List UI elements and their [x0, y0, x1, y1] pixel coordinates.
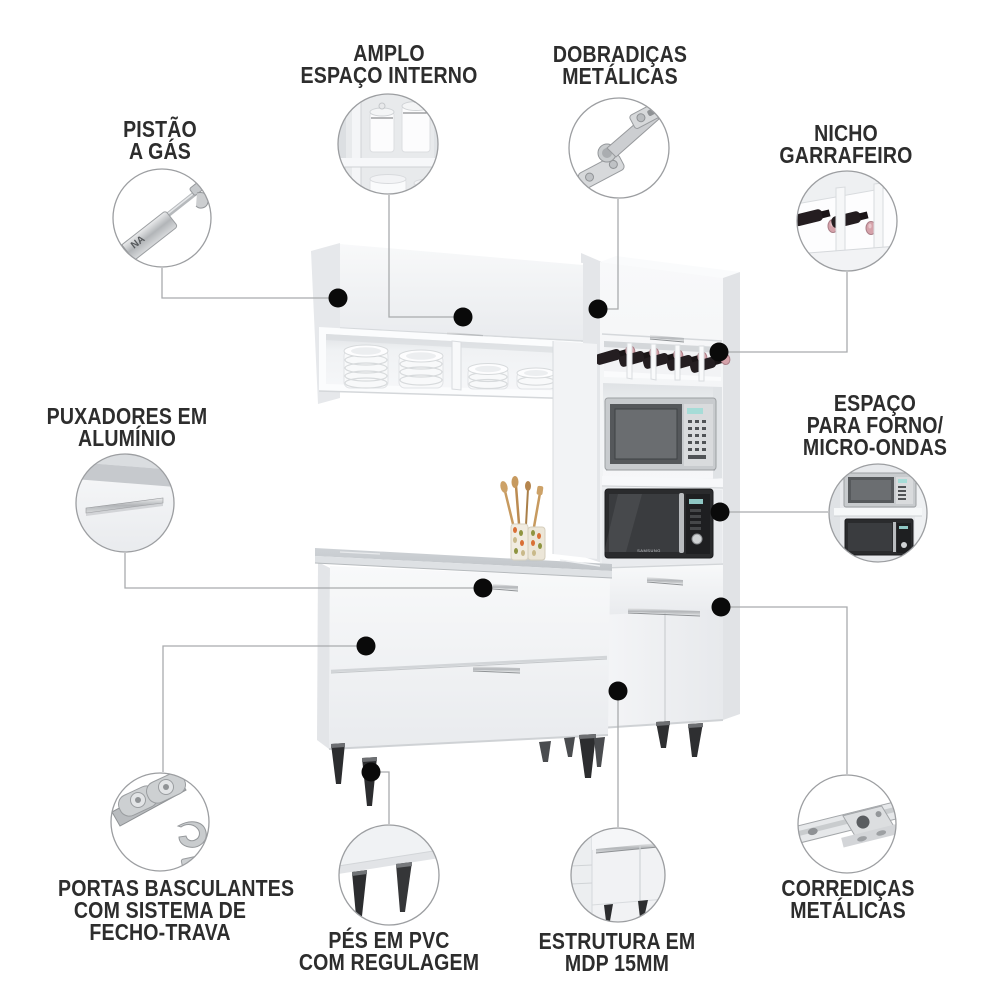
base-drawer-seam	[330, 655, 608, 673]
latch-hook	[176, 821, 207, 848]
label-line: AMPLO	[353, 40, 425, 66]
detail-circle-metal-hinge	[568, 97, 670, 199]
callout-label-puxadores-aluminio: PUXADORES EM ALUMÍNIO	[25, 403, 229, 451]
detail-circle-drawer-slide	[797, 774, 897, 874]
connector-portas	[162, 645, 366, 772]
black-microwave-handle	[679, 493, 684, 553]
callout-dot-amplo	[453, 307, 473, 327]
column-doors-handle	[628, 608, 700, 615]
connector-puxadores	[124, 553, 483, 589]
label-line: MICRO-ONDAS	[802, 434, 948, 460]
callout-dot-pistao	[328, 288, 348, 308]
label-line: DOBRADIÇAS	[552, 41, 688, 67]
utensil-pot	[527, 526, 546, 561]
plate-stacks	[343, 344, 556, 390]
wine-bottles	[594, 345, 731, 373]
label-line: PUXADORES EM	[46, 403, 208, 429]
connector-lines	[124, 195, 848, 827]
detail-circle-stacked-microwaves	[828, 463, 928, 563]
connector-corredicas	[721, 606, 848, 774]
base-top-drawer-handle	[493, 584, 518, 590]
label-line: ESTRUTURA EM	[538, 928, 696, 954]
wine-rack-niche	[594, 341, 731, 382]
callout-dot-corredicas	[711, 597, 731, 617]
label-line: METÁLICAS	[562, 63, 678, 89]
base-cabinet-side-panel	[317, 562, 330, 749]
label-line: PARA FORNO/	[806, 412, 944, 438]
callout-label-corredicas-metalicas: CORREDIÇAS METÁLICAS	[746, 875, 950, 923]
callout-label-amplo-espaco-interno: AMPLO ESPAÇO INTERNO	[287, 40, 491, 88]
label-line: FECHO-TRAVA	[89, 919, 231, 945]
label-line: NICHO	[814, 120, 878, 146]
base-lower-drawer-handle	[473, 666, 520, 672]
shelf-divider	[451, 340, 462, 391]
column-door-handle	[650, 335, 684, 341]
tall-column: SAMSUNG	[594, 256, 740, 757]
countertop	[314, 548, 613, 579]
detail-circle-cabinet-interior	[337, 93, 439, 195]
callout-label-pes-pvc: PÉS EM PVC COM REGULAGEM	[287, 927, 491, 975]
callout-dot-estrutura	[608, 681, 628, 701]
microwave-display	[687, 408, 703, 414]
base-cabinet-front	[329, 566, 610, 749]
callout-label-pistao-a-gas: PISTÃO A GÁS	[58, 116, 262, 164]
black-microwave: SAMSUNG	[604, 488, 714, 559]
label-line: MDP 15MM	[564, 950, 670, 976]
callout-dots	[328, 288, 731, 782]
callout-dot-portas	[356, 636, 376, 656]
detail-circle-mdp-structure	[570, 827, 666, 923]
microwave-brand-text: SAMSUNG	[637, 548, 661, 553]
callout-dot-dobradicas	[588, 299, 608, 319]
stainless-microwave	[604, 397, 717, 471]
callout-dot-pes	[361, 762, 381, 782]
label-line: COM SISTEMA DE	[73, 897, 247, 923]
detail-circle-wine-rack	[796, 170, 898, 272]
callout-label-portas-basculantes: PORTAS BASCULANTES COM SISTEMA DE FECHO-…	[58, 875, 295, 945]
connector-amplo	[388, 195, 463, 318]
label-line: PISTÃO	[123, 116, 197, 142]
wooden-utensils	[500, 476, 544, 529]
label-line: A GÁS	[128, 138, 192, 164]
upper-microwave-niche	[603, 383, 722, 480]
connector-pistao	[161, 268, 338, 299]
label-line: COM REGULAGEM	[298, 949, 480, 975]
label-line: GARRAFEIRO	[779, 142, 913, 168]
label-line: CORREDIÇAS	[781, 875, 915, 901]
column-doors	[599, 608, 724, 729]
wine-rack-dividers	[626, 342, 705, 382]
black-microwave-display	[689, 499, 703, 504]
label-line: ESPAÇO	[833, 390, 917, 416]
callout-label-nicho-garrafeiro: NICHO GARRAFEIRO	[744, 120, 948, 168]
connector-nicho	[719, 272, 848, 353]
mini-door-handle	[596, 843, 658, 853]
callout-dot-espaco	[710, 502, 730, 522]
detail-circle-latch-lock	[110, 772, 210, 872]
callout-label-dobradicas-metalicas: DOBRADIÇAS METÁLICAS	[518, 41, 722, 89]
column-drawer-handle	[647, 577, 683, 584]
wall-cabinet	[311, 242, 584, 404]
callout-label-estrutura-mdp: ESTRUTURA EM MDP 15MM	[515, 928, 719, 976]
callout-dot-nicho	[709, 342, 729, 362]
detail-circle-gas-piston: NA	[112, 168, 212, 268]
niche-shelf	[602, 476, 723, 487]
detail-circle-aluminium-handle	[75, 453, 175, 553]
wall-cabinet-open-shelf	[318, 327, 584, 400]
column-drawer	[599, 563, 724, 615]
label-line: ESPAÇO INTERNO	[300, 62, 478, 88]
black-microwave-knob	[691, 533, 703, 545]
label-line: PÉS EM PVC	[328, 927, 450, 953]
callout-dot-puxadores	[473, 578, 493, 598]
utensil-pots	[500, 476, 546, 562]
column-legs	[656, 721, 703, 757]
label-line: ALUMÍNIO	[77, 425, 177, 451]
tower-panel	[553, 341, 597, 559]
label-line: PORTAS BASCULANTES	[58, 875, 295, 901]
detail-circle-pvc-feet	[338, 824, 440, 926]
callout-label-espaco-forno-micro: ESPAÇO PARA FORNO/ MICRO-ONDAS	[773, 390, 977, 460]
base-cabinet	[317, 562, 610, 806]
label-line: METÁLICAS	[790, 897, 906, 923]
kitchen-cabinet-illustration: SAMSUNG	[311, 242, 740, 806]
lower-microwave-niche: SAMSUNG	[602, 487, 722, 571]
